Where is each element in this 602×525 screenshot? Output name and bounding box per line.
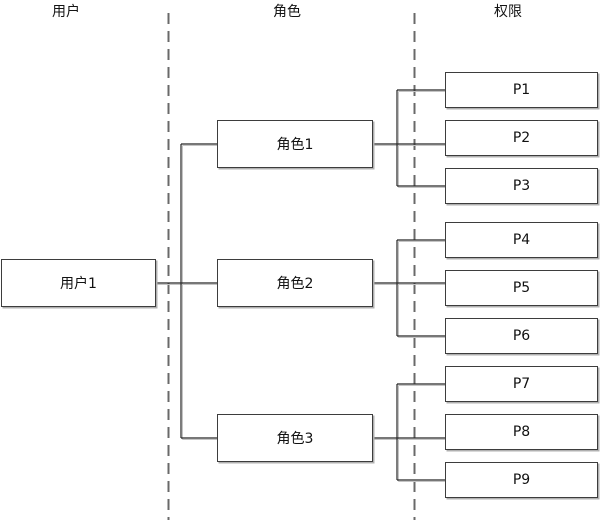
node-p1-label: P1	[512, 82, 531, 98]
node-permission-p7: P7	[445, 366, 598, 402]
column-header-users: 用户	[52, 4, 80, 20]
node-p2-label: P2	[512, 130, 531, 146]
node-user1: 用户1	[1, 259, 156, 307]
node-user1-label: 用户1	[60, 276, 97, 292]
node-role2-label: 角色2	[276, 276, 314, 292]
node-role2: 角色2	[217, 259, 373, 307]
node-role3: 角色3	[217, 414, 373, 462]
column-header-permissions: 权限	[494, 4, 522, 20]
node-permission-p2: P2	[445, 120, 598, 156]
node-permission-p5: P5	[445, 270, 598, 306]
node-p7-label: P7	[512, 376, 531, 392]
node-p8-label: P8	[512, 424, 531, 440]
column-header-roles: 角色	[273, 4, 301, 20]
node-permission-p1: P1	[445, 72, 598, 108]
node-permission-p4: P4	[445, 222, 598, 258]
node-p4-label: P4	[512, 232, 531, 248]
node-permission-p9: P9	[445, 462, 598, 498]
node-p9-label: P9	[512, 472, 531, 488]
node-role1-label: 角色1	[276, 137, 314, 153]
node-permission-p3: P3	[445, 168, 598, 204]
node-permission-p6: P6	[445, 318, 598, 354]
node-role3-label: 角色3	[276, 431, 314, 447]
node-p5-label: P5	[512, 280, 531, 296]
node-p3-label: P3	[512, 178, 531, 194]
node-role1: 角色1	[217, 120, 373, 168]
node-p6-label: P6	[512, 328, 531, 344]
node-permission-p8: P8	[445, 414, 598, 450]
